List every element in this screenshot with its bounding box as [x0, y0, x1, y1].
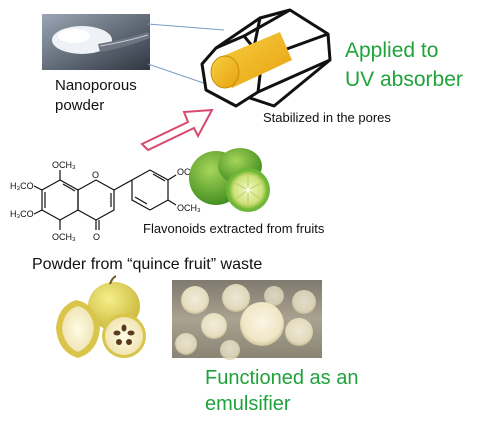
quince-photo	[56, 275, 146, 358]
lime-photo	[189, 148, 270, 212]
quince-powder-label: Powder from “quince fruit” waste	[32, 256, 263, 273]
substituent-och3-b-upper: OCH₃	[177, 167, 201, 177]
substituent-och3-top: OCH₃	[52, 160, 76, 170]
pore-filling	[210, 55, 240, 89]
applied-label-line1: Applied to	[345, 39, 439, 62]
powder-photo	[42, 14, 150, 70]
carbonyl-oxygen-label: O	[93, 232, 100, 242]
connector-line-top	[147, 23, 225, 31]
applied-label: Applied to UV absorber	[345, 36, 463, 94]
transfer-arrow	[140, 108, 214, 152]
emulsifier-label: Functioned as an emulsifier	[205, 365, 358, 417]
flavonoids-label: Flavonoids extracted from fruits	[143, 221, 325, 236]
applied-label-line2: UV absorber	[345, 68, 463, 91]
emulsion-photo	[172, 280, 322, 360]
substituent-h3co-upper: H₃CO	[10, 181, 34, 191]
substituent-h3co-lower: H₃CO	[10, 209, 34, 219]
substituent-och3-b-lower: OCH₃	[177, 203, 201, 213]
hexagonal-pore-prism	[200, 8, 332, 108]
emulsifier-label-line2: emulsifier	[205, 393, 291, 415]
ring-oxygen-label: O	[92, 170, 99, 180]
emulsifier-label-line1: Functioned as an	[205, 367, 359, 389]
nanoporous-label: Nanoporous powder	[55, 76, 137, 116]
nanoporous-label-line2: powder	[55, 97, 105, 114]
substituent-och3-bottom: OCH₃	[52, 232, 76, 242]
nanoporous-label-line1: Nanoporous	[55, 77, 137, 94]
flavonoid-structure	[33, 169, 177, 230]
stabilized-label: Stabilized in the pores	[263, 110, 391, 125]
